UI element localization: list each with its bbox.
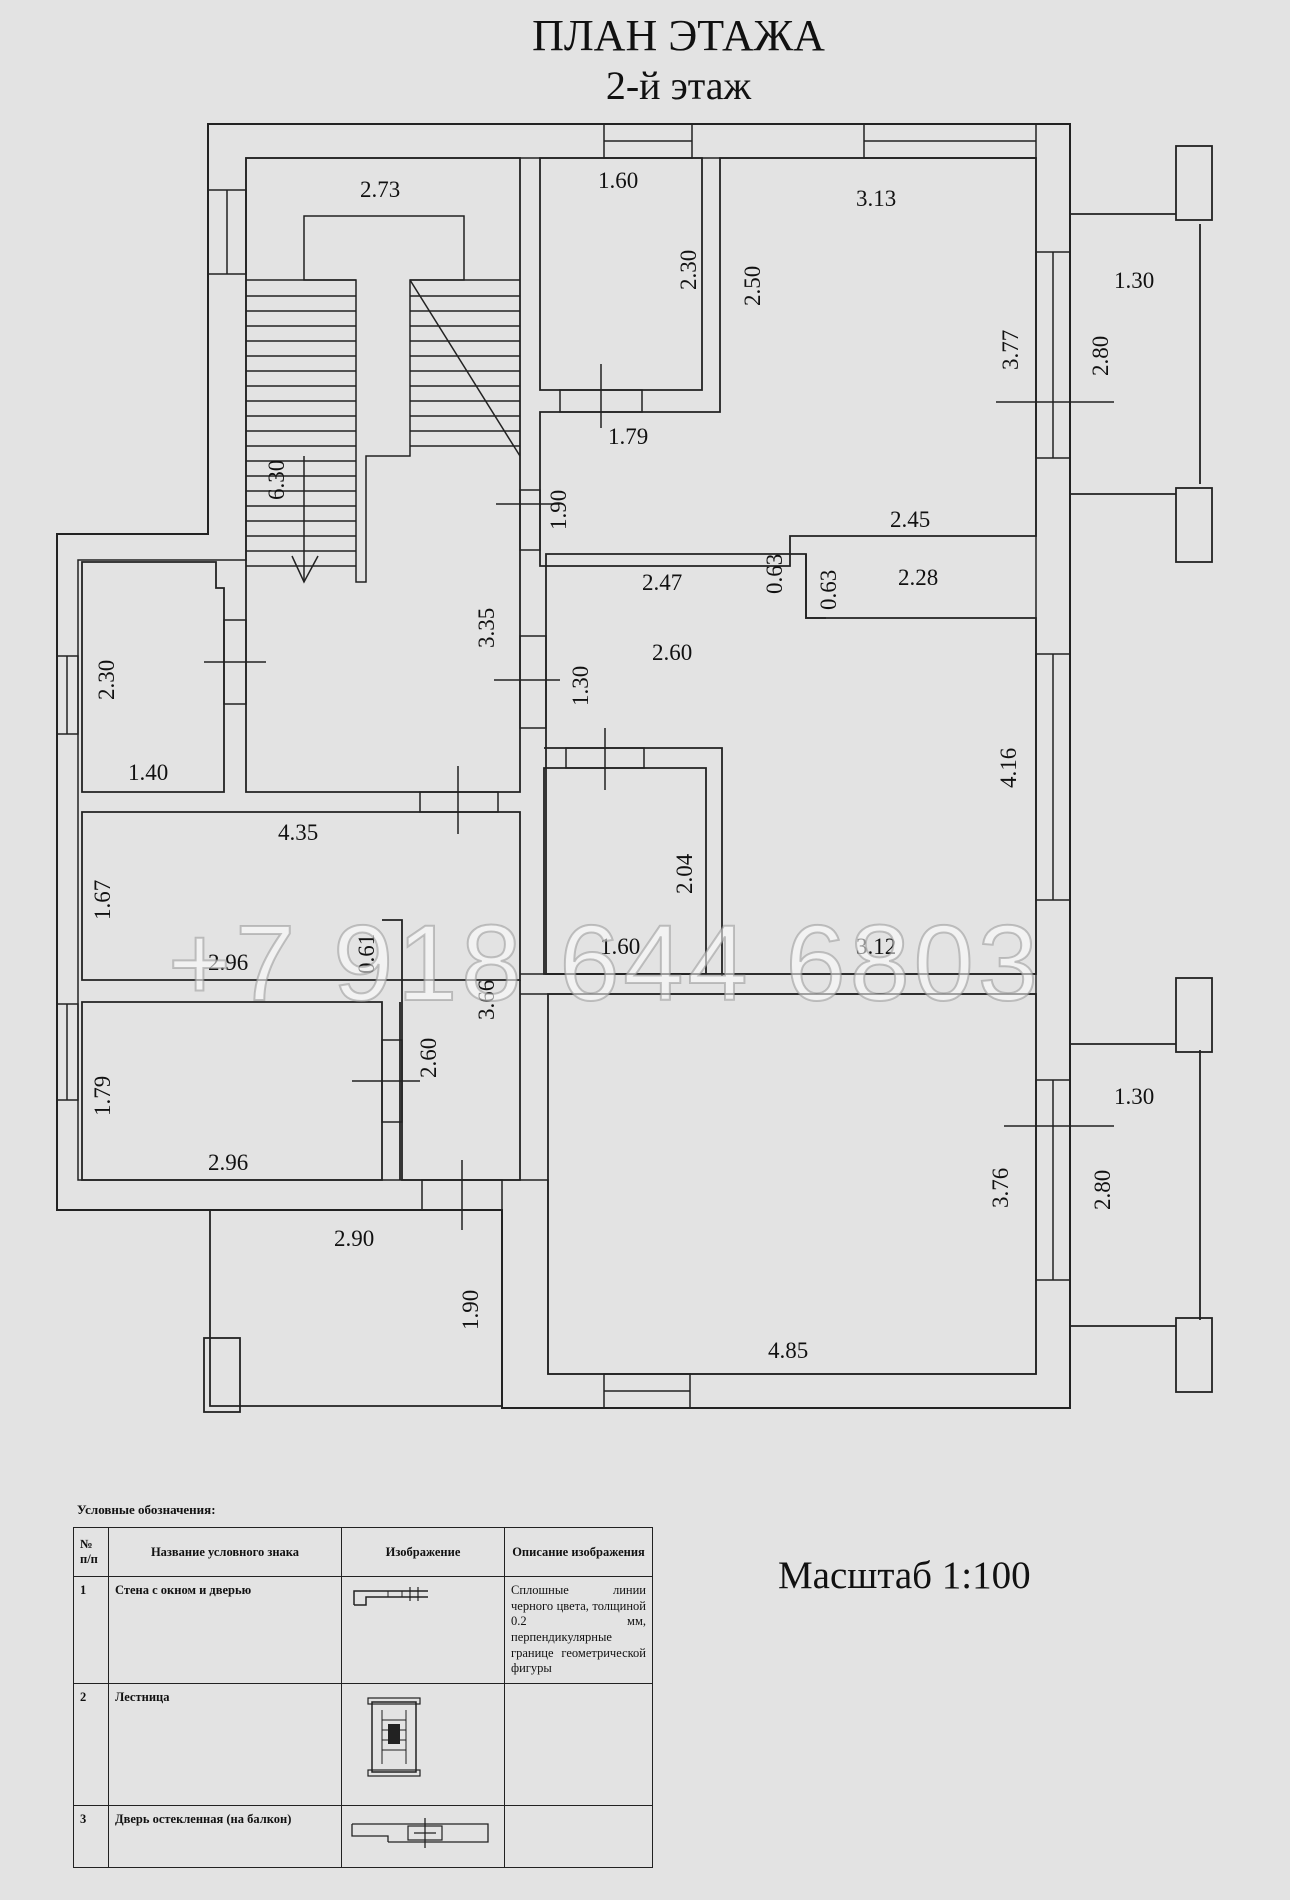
- dim-label: 2.04: [672, 853, 697, 894]
- dim-label: 2.90: [334, 1226, 374, 1251]
- legend-row-name: Дверь остекленная (на балкон): [108, 1804, 342, 1868]
- dim-label: 2.28: [898, 565, 938, 590]
- dim-label: 4.85: [768, 1338, 808, 1363]
- legend-row-num: 2: [73, 1682, 109, 1806]
- dim-label: 2.96: [208, 950, 248, 975]
- legend-row-name: Лестница: [108, 1682, 342, 1806]
- staircase: [246, 215, 521, 584]
- dim-label: 3.66: [474, 980, 499, 1020]
- dim-label: 3.76: [988, 1168, 1013, 1208]
- dim-label: 0.63: [762, 554, 787, 594]
- legend-wall-symbol: [341, 1576, 505, 1684]
- dim-label: 1.30: [1114, 268, 1154, 293]
- balconies: [203, 145, 1213, 1413]
- dimension-labels: 2.73 1.60 2.30 2.50 3.13 1.30 3.77 2.80 …: [90, 168, 1154, 1363]
- legend-row-desc: Сплошные линии черного цвета, толщиной 0…: [504, 1576, 653, 1684]
- dim-label: 2.45: [890, 507, 930, 532]
- legend-stair-symbol: [341, 1682, 505, 1806]
- dim-label: 2.96: [208, 1150, 248, 1175]
- legend-col-name: Название условного знака: [108, 1527, 342, 1577]
- dim-label: 2.30: [94, 660, 119, 700]
- dim-label: 2.60: [652, 640, 692, 665]
- legend-row-num: 1: [73, 1576, 109, 1684]
- dim-label: 4.16: [996, 748, 1021, 788]
- dim-label: 6.30: [264, 460, 289, 500]
- dim-label: 1.40: [128, 760, 168, 785]
- dim-label: 1.90: [546, 490, 571, 530]
- dim-label: 2.60: [416, 1038, 441, 1078]
- dim-label: 1.67: [90, 880, 115, 920]
- dim-label: 3.12: [856, 934, 896, 959]
- dim-label: 2.30: [676, 250, 701, 290]
- wall-window-door-icon: [353, 1587, 428, 1606]
- dim-label: 1.90: [458, 1290, 483, 1330]
- dim-label: 2.80: [1090, 1170, 1115, 1210]
- floor-plan: 2.73 1.60 2.30 2.50 3.13 1.30 3.77 2.80 …: [56, 123, 1213, 1413]
- floor-subtitle: 2-й этаж: [605, 63, 752, 108]
- dim-label: 1.60: [600, 934, 640, 959]
- legend-row-desc: [504, 1682, 653, 1806]
- legend-balcony-door-symbol: [341, 1804, 505, 1868]
- dim-label: 3.77: [998, 330, 1023, 370]
- dim-label: 1.60: [598, 168, 638, 193]
- interior-walls: [81, 157, 1037, 1407]
- legend-row-name: Стена с окном и дверью: [108, 1576, 342, 1684]
- dim-label: 2.47: [642, 570, 682, 595]
- dim-label: 2.80: [1088, 336, 1113, 376]
- outer-walls: [56, 123, 1071, 1409]
- dim-label: 0.61: [354, 934, 379, 974]
- legend-row-desc: [504, 1804, 653, 1868]
- staircase-icon: [367, 1697, 421, 1777]
- dim-label: 4.35: [278, 820, 318, 845]
- scale-label: Масштаб 1:100: [778, 1554, 1031, 1597]
- dim-label: 1.30: [1114, 1084, 1154, 1109]
- dim-label: 3.35: [474, 608, 499, 648]
- legend-table: № п/п Название условного знака Изображен…: [73, 1527, 653, 1868]
- plan-title: ПЛАН ЭТАЖА: [532, 11, 825, 60]
- glazed-door-icon: [351, 1817, 489, 1848]
- dim-label: 2.73: [360, 177, 400, 202]
- legend-row-num: 3: [73, 1804, 109, 1868]
- legend-col-image: Изображение: [341, 1527, 505, 1577]
- dim-label: 3.13: [856, 186, 896, 211]
- dim-label: 1.79: [90, 1076, 115, 1116]
- watermark-phone: +7 918 644 6803: [167, 901, 1042, 1024]
- doors: [204, 364, 1114, 1230]
- legend-title: Условные обозначения:: [77, 1502, 216, 1517]
- dim-label: 0.63: [816, 570, 841, 610]
- legend-col-num: № п/п: [73, 1527, 109, 1577]
- dim-label: 2.50: [740, 266, 765, 306]
- legend-col-desc: Описание изображения: [504, 1527, 653, 1577]
- dim-label: 1.79: [608, 424, 648, 449]
- windows: [56, 123, 1071, 1409]
- dim-label: 1.30: [568, 666, 593, 706]
